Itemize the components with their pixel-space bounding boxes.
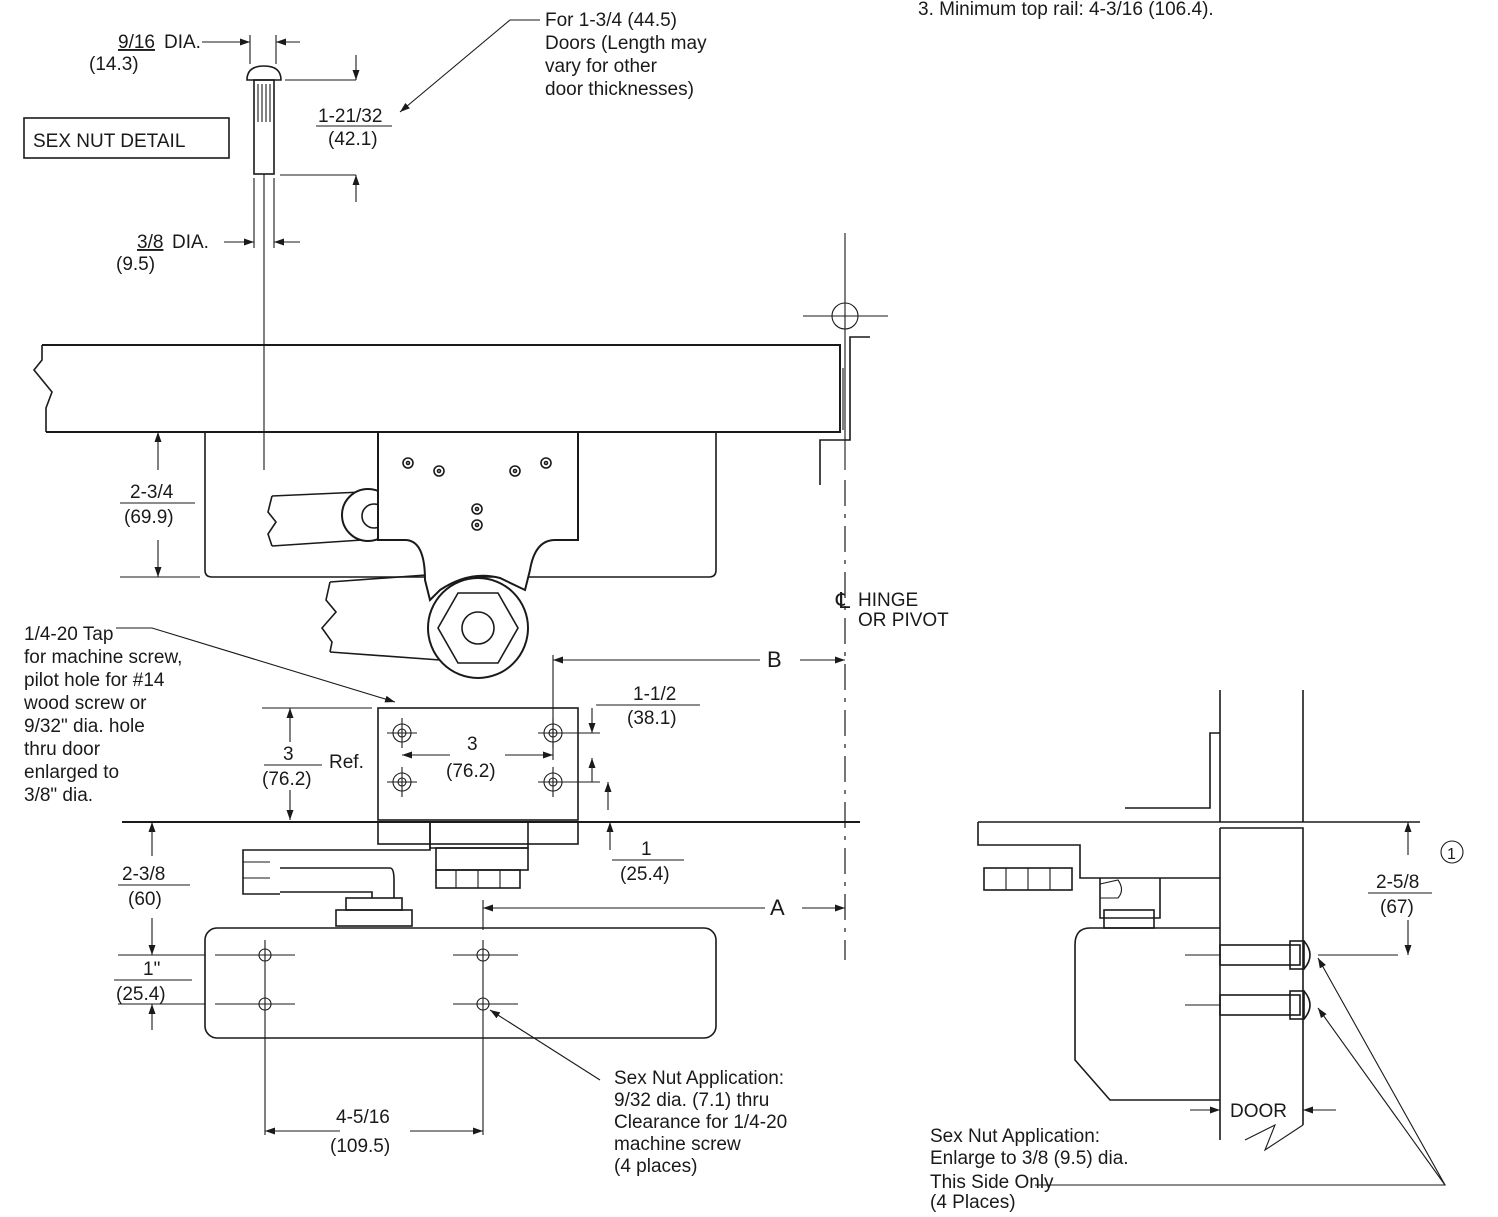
tap-note-line1: 1/4-20 Tap	[24, 624, 113, 645]
centerline-symbol: ℄	[835, 588, 851, 613]
arm-assembly: 2-3/4 (69.9)	[120, 431, 717, 679]
dim-a-label: A	[770, 895, 785, 920]
tap-note-line3: pilot hole for #14	[24, 670, 165, 691]
sex-nut-app-line3: Clearance for 1/4-20	[614, 1112, 787, 1133]
tap-note-line8: 3/8" dia.	[24, 785, 93, 806]
tap-note-line4: wood screw or	[23, 693, 147, 714]
side-note-line2: Enlarge to 3/8 (9.5) dia.	[930, 1148, 1129, 1169]
arm-height-mm: (69.9)	[124, 507, 174, 528]
door-note-line4: door thicknesses)	[545, 79, 694, 100]
bracket-ref-suffix: Ref.	[329, 752, 364, 773]
nut-length-mm: (42.1)	[328, 129, 378, 150]
tap-note-line5: 9/32" dia. hole	[24, 716, 145, 737]
tap-note-line6: thru door	[24, 739, 101, 760]
sex-nut-detail-box	[23, 117, 230, 159]
side-note-line4: (4 Places)	[930, 1192, 1016, 1213]
shank-dia-suffix: DIA.	[172, 232, 209, 253]
sex-nut-detail: SEX NUT DETAIL 9/16 DIA. (14.3) 3/8 DIA.…	[23, 10, 707, 470]
door-label: DOOR	[1230, 1101, 1287, 1122]
closer-offset-value: 2-3/8	[122, 864, 165, 885]
shoe-offset-value: 1	[641, 839, 652, 860]
side-height-mm: (67)	[1380, 897, 1414, 918]
side-view: 2-5/8 (67) 1 DOOR Sex Nut Application: E…	[930, 690, 1464, 1213]
sex-nut-app-line5: (4 places)	[614, 1156, 697, 1177]
head-dia-value: 9/16	[118, 32, 155, 53]
bracket-spacing-mm: (76.2)	[446, 761, 496, 782]
door-note-line1: For 1-3/4 (44.5)	[545, 10, 677, 31]
shank-dia-mm: (9.5)	[116, 254, 155, 275]
hinge-label-line1: HINGE	[858, 590, 918, 611]
closer-offset-mm: (60)	[128, 889, 162, 910]
sex-nut-detail-title: SEX NUT DETAIL	[33, 131, 185, 152]
side-note-line3: This Side Only	[930, 1172, 1054, 1193]
head-dia-suffix: DIA.	[164, 32, 201, 53]
nut-length-value: 1-21/32	[318, 106, 382, 127]
note-min-top-rail: 3. Minimum top rail: 4-3/16 (106.4).	[918, 0, 1214, 20]
sex-nut-app-line1: Sex Nut Application:	[614, 1068, 784, 1089]
door-note-line3: vary for other	[545, 56, 658, 77]
hole-width-mm: (109.5)	[330, 1136, 390, 1157]
bracket-ref-mm: (76.2)	[262, 769, 312, 790]
mounting-bracket: 3 (76.2) 3 Ref. (76.2) 1-1/2 (38.1)	[262, 684, 700, 821]
side-height-value: 2-5/8	[1376, 872, 1419, 893]
arm-height-value: 2-3/4	[130, 482, 174, 503]
tap-note-line7: enlarged to	[24, 762, 119, 783]
dimension-b: B	[552, 647, 845, 760]
tap-note: 1/4-20 Tap for machine screw, pilot hole…	[23, 624, 396, 806]
sex-nut-app-line2: 9/32 dia. (7.1) thru	[614, 1090, 769, 1111]
note-1-number: 1	[1447, 846, 1456, 863]
sex-nut-shank	[253, 79, 275, 175]
hinge-centerline: ℄ HINGE OR PIVOT	[803, 233, 949, 960]
hinge-label-line2: OR PIVOT	[858, 610, 949, 631]
tap-note-line2: for machine screw,	[24, 647, 182, 668]
closer-body: 2-3/8 (60) 1" (25.4) 4-5/16 (109.5) Sex …	[114, 822, 787, 1177]
bracket-ref-value: 3	[283, 744, 294, 765]
bracket-offset-mm: (38.1)	[627, 708, 677, 729]
hole-spacing-mm: (25.4)	[116, 984, 166, 1005]
head-dia-mm: (14.3)	[89, 54, 139, 75]
shoe-offset-mm: (25.4)	[620, 864, 670, 885]
shank-dia-value: 3/8	[137, 232, 163, 253]
side-note-line1: Sex Nut Application:	[930, 1126, 1100, 1147]
sex-nut-head	[246, 65, 282, 81]
door-note-line2: Doors (Length may	[545, 33, 707, 54]
door-top-edge: 1 (25.4)	[122, 821, 860, 898]
note-1-circle	[1440, 840, 1464, 864]
dim-b-label: B	[767, 647, 782, 672]
hole-spacing-value: 1"	[143, 959, 160, 980]
bracket-spacing-value: 3	[467, 734, 478, 755]
bracket-offset-value: 1-1/2	[633, 684, 676, 705]
hole-width-value: 4-5/16	[336, 1107, 390, 1128]
sex-nut-app-line4: machine screw	[614, 1134, 741, 1155]
dimension-a: A	[482, 895, 845, 930]
